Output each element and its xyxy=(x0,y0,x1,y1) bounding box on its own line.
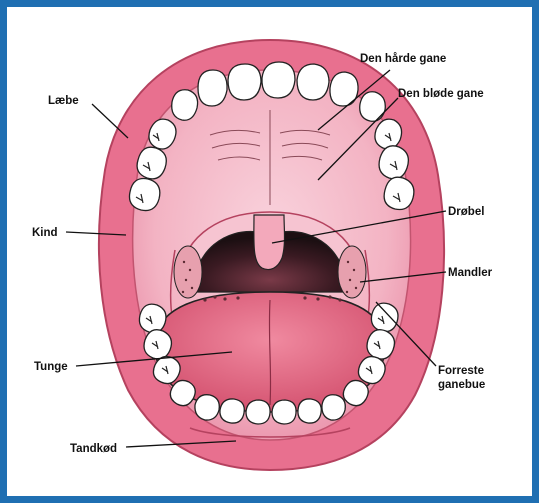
label-bloede-gane: Den bløde gane xyxy=(398,88,484,100)
label-tunge: Tunge xyxy=(34,361,68,373)
label-kind: Kind xyxy=(32,227,58,239)
label-haarde-gane: Den hårde gane xyxy=(360,53,446,65)
label-mandler: Mandler xyxy=(448,267,493,279)
label-forreste-line2: ganebue xyxy=(438,379,485,391)
label-drobel: Drøbel xyxy=(448,206,484,218)
uvula xyxy=(254,215,285,270)
label-laebe: Læbe xyxy=(48,95,79,107)
label-tandkod: Tandkød xyxy=(70,443,117,455)
label-forreste-line1: Forreste xyxy=(438,365,484,377)
